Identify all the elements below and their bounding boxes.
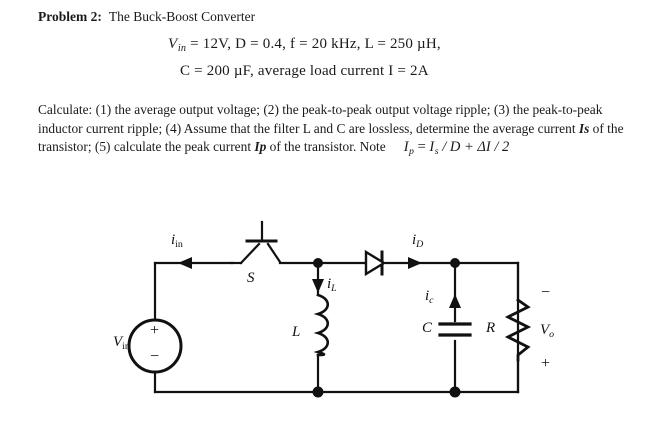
- note-equation-rest: / D + ΔI / 2: [438, 139, 510, 156]
- voltage-source-circle: [127, 318, 183, 374]
- body-text-part-2: of the transistor; (5) calculate the pea…: [38, 120, 624, 155]
- label-resistor: R: [486, 320, 496, 336]
- source-plus-sign: +: [150, 322, 160, 339]
- arrowhead-i-c: [449, 294, 461, 308]
- label-capacitor: C: [422, 320, 433, 336]
- ip-symbol: I: [403, 139, 409, 156]
- resistor-zigzag: [504, 298, 532, 362]
- source-minus-sign: −: [150, 348, 160, 365]
- body-text-part-3: of the transistor. Note: [266, 139, 386, 155]
- label-capacitor-current: ic: [425, 288, 434, 306]
- page-title: Problem 2: The Buck-Boost Converter: [38, 9, 255, 25]
- junction-dot-inductor-bottom: [312, 386, 324, 398]
- arrowhead-i-D: [408, 257, 422, 269]
- v-in-value: = 12V: [190, 36, 228, 52]
- label-inductor-current: iL: [327, 276, 337, 294]
- diode-triangle: [364, 249, 387, 277]
- problem-title-text: The Buck-Boost Converter: [108, 9, 256, 24]
- duty-cycle-term: , D = 0.4: [227, 36, 283, 52]
- switch-slant-line: [239, 242, 261, 265]
- output-minus-sign: −: [541, 284, 551, 301]
- v-in-subscript: in: [177, 42, 187, 54]
- note-equation: Ip = Is / D + ΔI / 2: [403, 139, 510, 157]
- buck-boost-circuit-diagram: Vin + − iin S L iL iD C ic R Vo − +: [0, 200, 665, 430]
- current-arrow-group: [178, 257, 461, 308]
- load-current-value: I = 2A: [388, 63, 429, 79]
- label-inductor: L: [292, 324, 301, 340]
- ip-subscript: p: [409, 145, 414, 157]
- frequency-term: , f = 20 kHz: [282, 36, 357, 52]
- problem-label: Problem 2:: [38, 9, 102, 24]
- arrowhead-i-in: [178, 257, 192, 269]
- label-output-voltage: Vo: [540, 322, 555, 340]
- equals-sign: =: [413, 139, 430, 156]
- switch-emitter-slant: [266, 242, 282, 264]
- label-diode-current: iD: [412, 232, 424, 250]
- junction-dot-inductor-top: [313, 258, 323, 268]
- capacitance-term: C = 200 µF: [180, 63, 250, 79]
- junction-dot-output-top: [450, 258, 460, 268]
- v-in-symbol: V: [168, 36, 178, 52]
- output-plus-sign: +: [541, 355, 551, 372]
- is-symbol: I: [429, 139, 435, 156]
- equation-line-2: C = 200 µF, average load current I = 2A: [180, 63, 429, 80]
- inductance-term: , L = 250 µH,: [356, 36, 441, 52]
- ip-bold-symbol: Ip: [254, 139, 267, 155]
- problem-body: Calculate: (1) the average output voltag…: [38, 101, 632, 162]
- load-current-text: , average load current: [250, 63, 385, 79]
- is-subscript: s: [434, 145, 439, 157]
- arrowhead-i-L: [312, 279, 324, 293]
- label-input-current: iin: [171, 232, 183, 250]
- label-input-voltage-source: Vin: [113, 334, 130, 352]
- junction-dot-output-bottom: [449, 386, 461, 398]
- is-bold-symbol: Is: [578, 120, 590, 136]
- equation-line-1: Vin = 12V, D = 0.4, f = 20 kHz, L = 250 …: [168, 36, 441, 54]
- inductor-coil: [313, 293, 330, 357]
- body-text-part-1: Calculate: (1) the average output voltag…: [38, 102, 603, 136]
- label-switch: S: [247, 270, 255, 286]
